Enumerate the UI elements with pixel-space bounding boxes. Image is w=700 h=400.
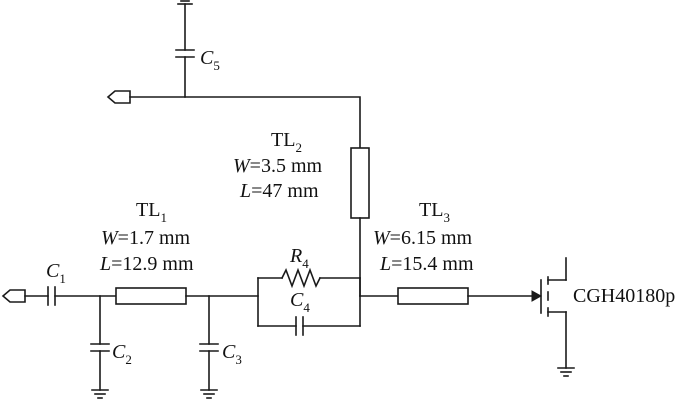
capacitor-c4 xyxy=(257,316,361,336)
capacitor-c3 xyxy=(199,295,219,391)
tl2-width: W=3.5 mm xyxy=(233,155,323,177)
transistor-label: CGH40180p xyxy=(573,285,675,307)
c1-label: C1 xyxy=(46,260,66,286)
capacitor-c1 xyxy=(47,286,56,306)
tl2-length: L=47 mm xyxy=(239,180,319,202)
ground-symbol-c3 xyxy=(200,389,218,399)
ground-symbol-transistor xyxy=(557,367,575,377)
top-ground-symbol xyxy=(177,0,193,51)
input-port-symbol xyxy=(1,289,26,303)
r4-label: R4 xyxy=(289,245,309,271)
tl1-name: TL1 xyxy=(136,199,167,225)
tl1-width: W=1.7 mm xyxy=(101,227,191,249)
tl3-length: L=15.4 mm xyxy=(379,253,474,275)
capacitor-c5 xyxy=(175,49,195,98)
resistor-r4 xyxy=(257,267,361,289)
capacitor-c2 xyxy=(90,295,110,391)
c5-label: C5 xyxy=(200,47,220,73)
c2-label: C2 xyxy=(112,341,132,367)
bias-port-symbol xyxy=(106,90,131,104)
tl3-width: W=6.15 mm xyxy=(373,227,473,249)
tl2-line xyxy=(350,147,370,219)
c4-label: C4 xyxy=(290,289,310,315)
bias-feed-wire xyxy=(129,96,361,149)
tl3-name: TL3 xyxy=(419,199,450,225)
tl1-length: L=12.9 mm xyxy=(99,253,194,275)
c3-label: C3 xyxy=(222,341,242,367)
tl2-name: TL2 xyxy=(271,129,302,155)
tl1-line xyxy=(115,287,187,305)
ground-symbol-c2 xyxy=(91,389,109,399)
transistor-symbol xyxy=(531,257,567,369)
tl3-line xyxy=(397,287,469,305)
rc-network-frame xyxy=(257,277,361,327)
